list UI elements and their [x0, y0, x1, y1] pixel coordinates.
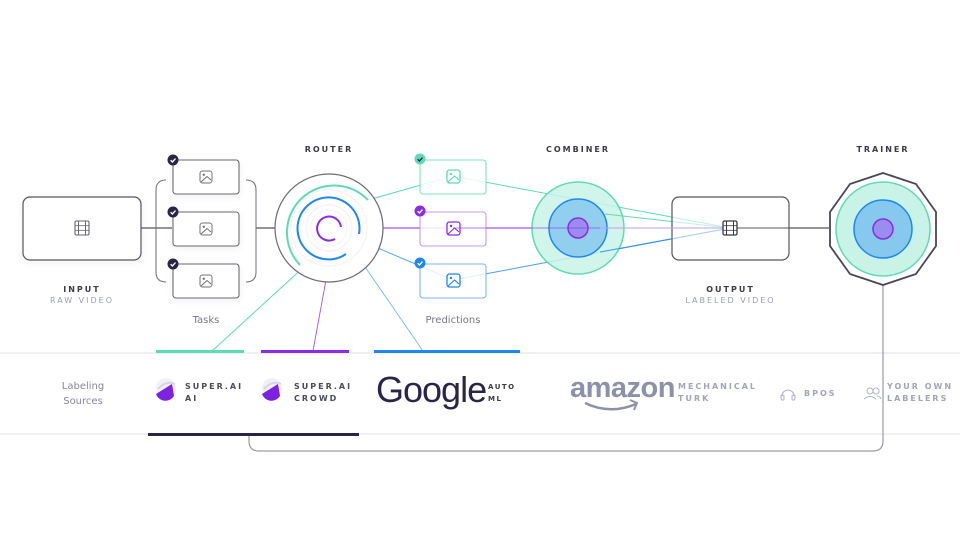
image-icon: [199, 170, 213, 184]
input-title: INPUT: [63, 285, 101, 294]
check-circle-icon: [167, 154, 179, 166]
source-line2: ML: [488, 395, 503, 403]
check-circle-icon: [414, 153, 426, 165]
source-line1: SUPER.AI: [294, 382, 353, 391]
headset-icon: [780, 389, 796, 401]
source-line2: LABELERS: [887, 394, 949, 403]
predictions-caption: Predictions: [425, 315, 481, 326]
task-card: [167, 154, 240, 195]
crowd-source-bar: [261, 350, 349, 353]
router-purple-arc: [316, 215, 342, 242]
router-title: ROUTER: [304, 145, 354, 154]
google-source-bar: [374, 350, 520, 353]
router-node: [274, 173, 384, 283]
image-icon: [446, 273, 461, 288]
source-line1: YOUR OWN: [887, 382, 954, 391]
output-subtitle: LABELED VIDEO: [685, 296, 776, 305]
task-card: [167, 206, 240, 247]
source-super-ai-ai[interactable]: SUPER.AI AI: [185, 381, 243, 405]
amazon-smile-icon: [584, 399, 639, 411]
users-icon: [863, 387, 882, 400]
check-circle-icon: [414, 257, 426, 269]
tasks-left-bracket: [155, 179, 167, 283]
source-your-own-labelers[interactable]: YOUR OWN LABELERS: [887, 381, 953, 405]
source-super-ai-crowd[interactable]: SUPER.AI CROWD: [294, 381, 352, 405]
super-ai-selected-bar: [148, 433, 359, 436]
ai-source-bar: [156, 350, 244, 353]
check-circle-icon: [167, 258, 179, 270]
source-google-automl[interactable]: AUTO ML: [488, 381, 516, 405]
output-title: OUTPUT: [706, 285, 755, 294]
google-logo[interactable]: Google: [376, 369, 487, 410]
super-ai-logo-icon: [156, 378, 176, 401]
source-line1: BPOS: [804, 389, 837, 398]
labeling-label-line2: Sources: [63, 396, 103, 407]
labeling-label-line1: Labeling: [61, 381, 105, 392]
image-icon: [199, 274, 213, 288]
prediction-card-teal: [414, 153, 487, 195]
source-amazon-mturk[interactable]: MECHANICAL TURK: [678, 381, 757, 405]
check-circle-icon: [414, 205, 426, 217]
source-line2: CROWD: [294, 394, 339, 403]
tasks-group: [155, 154, 257, 299]
source-line1: MECHANICAL: [678, 382, 758, 391]
tasks-right-bracket: [245, 179, 257, 283]
predictions-group: [414, 153, 487, 299]
output-stage: [600, 196, 790, 261]
task-card: [167, 258, 240, 299]
trainer-node: [829, 172, 937, 286]
source-bpos[interactable]: BPOS: [804, 388, 837, 400]
film-icon: [74, 220, 90, 236]
source-line2: TURK: [678, 394, 711, 403]
film-icon: [722, 220, 738, 236]
ai-source-link: [211, 264, 307, 352]
image-icon: [199, 222, 213, 236]
check-circle-icon: [167, 206, 179, 218]
trainer-feedback-loop: [248, 285, 884, 452]
super-ai-logo-icon: [262, 378, 282, 401]
router-blue-arc: [296, 196, 361, 261]
source-line1: SUPER.AI: [185, 382, 244, 391]
source-line2: AI: [185, 394, 199, 403]
labeling-sources-label: Labeling Sources: [48, 379, 118, 409]
input-stage: [22, 196, 142, 261]
prediction-card-purple: [414, 205, 487, 247]
image-icon: [446, 169, 461, 184]
prediction-card-blue: [414, 257, 487, 299]
source-line1: AUTO: [488, 383, 516, 391]
router-teal-arc: [285, 184, 369, 266]
combiner-title: COMBINER: [545, 145, 611, 154]
trainer-title: TRAINER: [856, 145, 910, 154]
input-box: [22, 196, 142, 261]
tasks-caption: Tasks: [192, 315, 220, 326]
input-subtitle: RAW VIDEO: [49, 296, 115, 305]
amazon-logo[interactable]: amazon: [570, 372, 675, 404]
